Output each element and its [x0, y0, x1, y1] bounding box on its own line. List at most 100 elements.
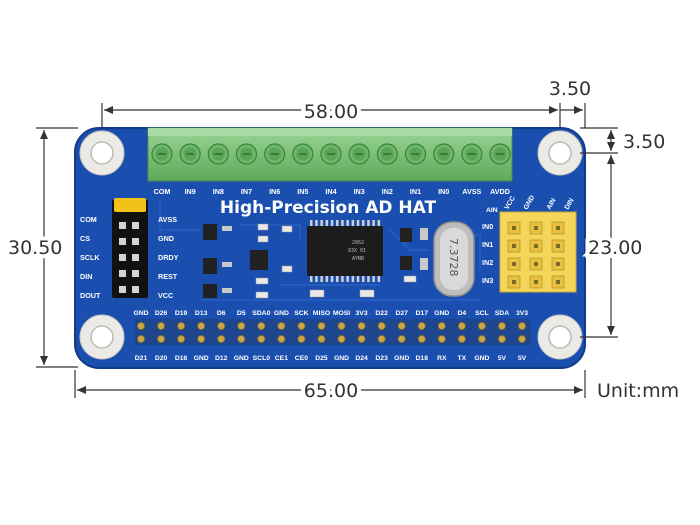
chip-leg — [330, 276, 334, 282]
gpio-top-label: D4 — [457, 310, 466, 317]
gpio-pin[interactable] — [357, 334, 366, 343]
chip-leg — [377, 220, 381, 226]
gpio-pin[interactable] — [337, 321, 346, 330]
gpio-pin[interactable] — [237, 321, 246, 330]
gpio-pin[interactable] — [417, 321, 426, 330]
jumper-left-label: CS — [80, 234, 90, 243]
gpio-bottom-label: D24 — [355, 355, 368, 362]
gpio-pin[interactable] — [518, 334, 527, 343]
jumper-right-label: DRDY — [158, 253, 179, 262]
gpio-bottom-label: GND — [474, 355, 489, 362]
gpio-pin[interactable] — [397, 334, 406, 343]
gpio-pin[interactable] — [217, 334, 226, 343]
gpio-pin[interactable] — [277, 334, 286, 343]
gpio-pin[interactable] — [377, 334, 386, 343]
gpio-pin[interactable] — [197, 321, 206, 330]
gpio-pin[interactable] — [297, 334, 306, 343]
gpio-top-label: D13 — [195, 310, 208, 317]
gpio-bottom-label: GND — [234, 355, 249, 362]
gpio-header[interactable] — [135, 319, 531, 345]
terminal-label: IN0 — [438, 187, 449, 196]
gpio-top-label: D17 — [416, 310, 429, 317]
gpio-bottom-label: D12 — [215, 355, 228, 362]
dimension-lines — [36, 103, 618, 398]
jumper-pin — [119, 222, 126, 229]
gpio-top-label: D26 — [155, 310, 168, 317]
chip-leg — [351, 276, 355, 282]
gpio-bottom-label: GND — [334, 355, 349, 362]
chip-leg — [315, 220, 318, 226]
terminal-label: IN6 — [269, 187, 280, 196]
gpio-pin[interactable] — [437, 321, 446, 330]
header-pin-hole — [556, 280, 560, 284]
chip-text-line-1: 2862 — [352, 240, 364, 246]
gpio-pin[interactable] — [217, 321, 226, 330]
chip-leg — [310, 276, 313, 282]
jumper-left-label: SCLK — [80, 253, 100, 262]
gpio-top-label: D6 — [217, 310, 226, 317]
gpio-pin[interactable] — [157, 321, 166, 330]
gpio-pin[interactable] — [297, 321, 306, 330]
gpio-top-label: SDA — [495, 310, 509, 317]
jumper-right-label: REST — [158, 272, 178, 281]
gpio-pin[interactable] — [277, 321, 286, 330]
gpio-bottom-label: 5V — [498, 355, 507, 362]
analog-header-top-label: DIN — [564, 197, 576, 211]
gpio-pin[interactable] — [157, 334, 166, 343]
chip-leg — [356, 276, 360, 282]
header-pin-hole — [556, 244, 560, 248]
analog-input-header[interactable] — [499, 211, 577, 293]
chip-leg — [325, 276, 329, 282]
jumper-pin — [119, 254, 126, 261]
gpio-pin[interactable] — [457, 321, 466, 330]
header-pin-hole — [534, 262, 538, 266]
gpio-pin[interactable] — [497, 334, 506, 343]
gpio-bottom-label: SCL0 — [253, 355, 271, 362]
gpio-pin[interactable] — [497, 321, 506, 330]
gpio-pin[interactable] — [477, 321, 486, 330]
chip-leg — [341, 220, 344, 226]
gpio-pin[interactable] — [317, 321, 326, 330]
chip-leg — [367, 220, 370, 226]
gpio-pin[interactable] — [518, 321, 527, 330]
gpio-bottom-label: CE0 — [295, 355, 308, 362]
jumper-pin — [119, 286, 126, 293]
gpio-pin[interactable] — [457, 334, 466, 343]
gpio-top-label: 3V3 — [356, 310, 368, 317]
jumper-pin — [119, 270, 126, 277]
crystal-text: 7.3728 — [447, 238, 460, 277]
gpio-pin[interactable] — [417, 334, 426, 343]
unit-label: Unit:mm — [597, 380, 679, 402]
gpio-pin[interactable] — [257, 334, 266, 343]
gpio-pin[interactable] — [257, 321, 266, 330]
gpio-pin[interactable] — [337, 334, 346, 343]
gpio-pin[interactable] — [136, 334, 145, 343]
terminal-label: AVSS — [462, 187, 481, 196]
chip-leg — [367, 276, 370, 282]
gpio-pin[interactable] — [377, 321, 386, 330]
mounting-hole-top-right — [537, 130, 583, 176]
jumper-right-label: VCC — [158, 291, 173, 300]
gpio-pin[interactable] — [237, 334, 246, 343]
gpio-bottom-label: D18 — [416, 355, 429, 362]
gpio-bottom-label: CE1 — [275, 355, 288, 362]
dim-hole-offset-x: 3.50 — [549, 78, 591, 100]
gpio-pin[interactable] — [197, 334, 206, 343]
gpio-pin[interactable] — [397, 321, 406, 330]
adc-chip: 2862 83X 01 AYNB — [307, 220, 383, 282]
gpio-pin[interactable] — [177, 334, 186, 343]
gpio-pin[interactable] — [317, 334, 326, 343]
gpio-pin[interactable] — [177, 321, 186, 330]
gpio-pin[interactable] — [136, 321, 145, 330]
chip-leg — [351, 220, 355, 226]
mounting-hole-bottom-left — [79, 314, 125, 360]
gpio-pin[interactable] — [437, 334, 446, 343]
chip-leg — [362, 276, 365, 282]
dim-width-bottom: 65.00 — [304, 380, 358, 402]
gpio-pin[interactable] — [357, 321, 366, 330]
gpio-pin[interactable] — [477, 334, 486, 343]
jumper-pin — [132, 254, 139, 261]
chip-leg — [320, 276, 323, 282]
